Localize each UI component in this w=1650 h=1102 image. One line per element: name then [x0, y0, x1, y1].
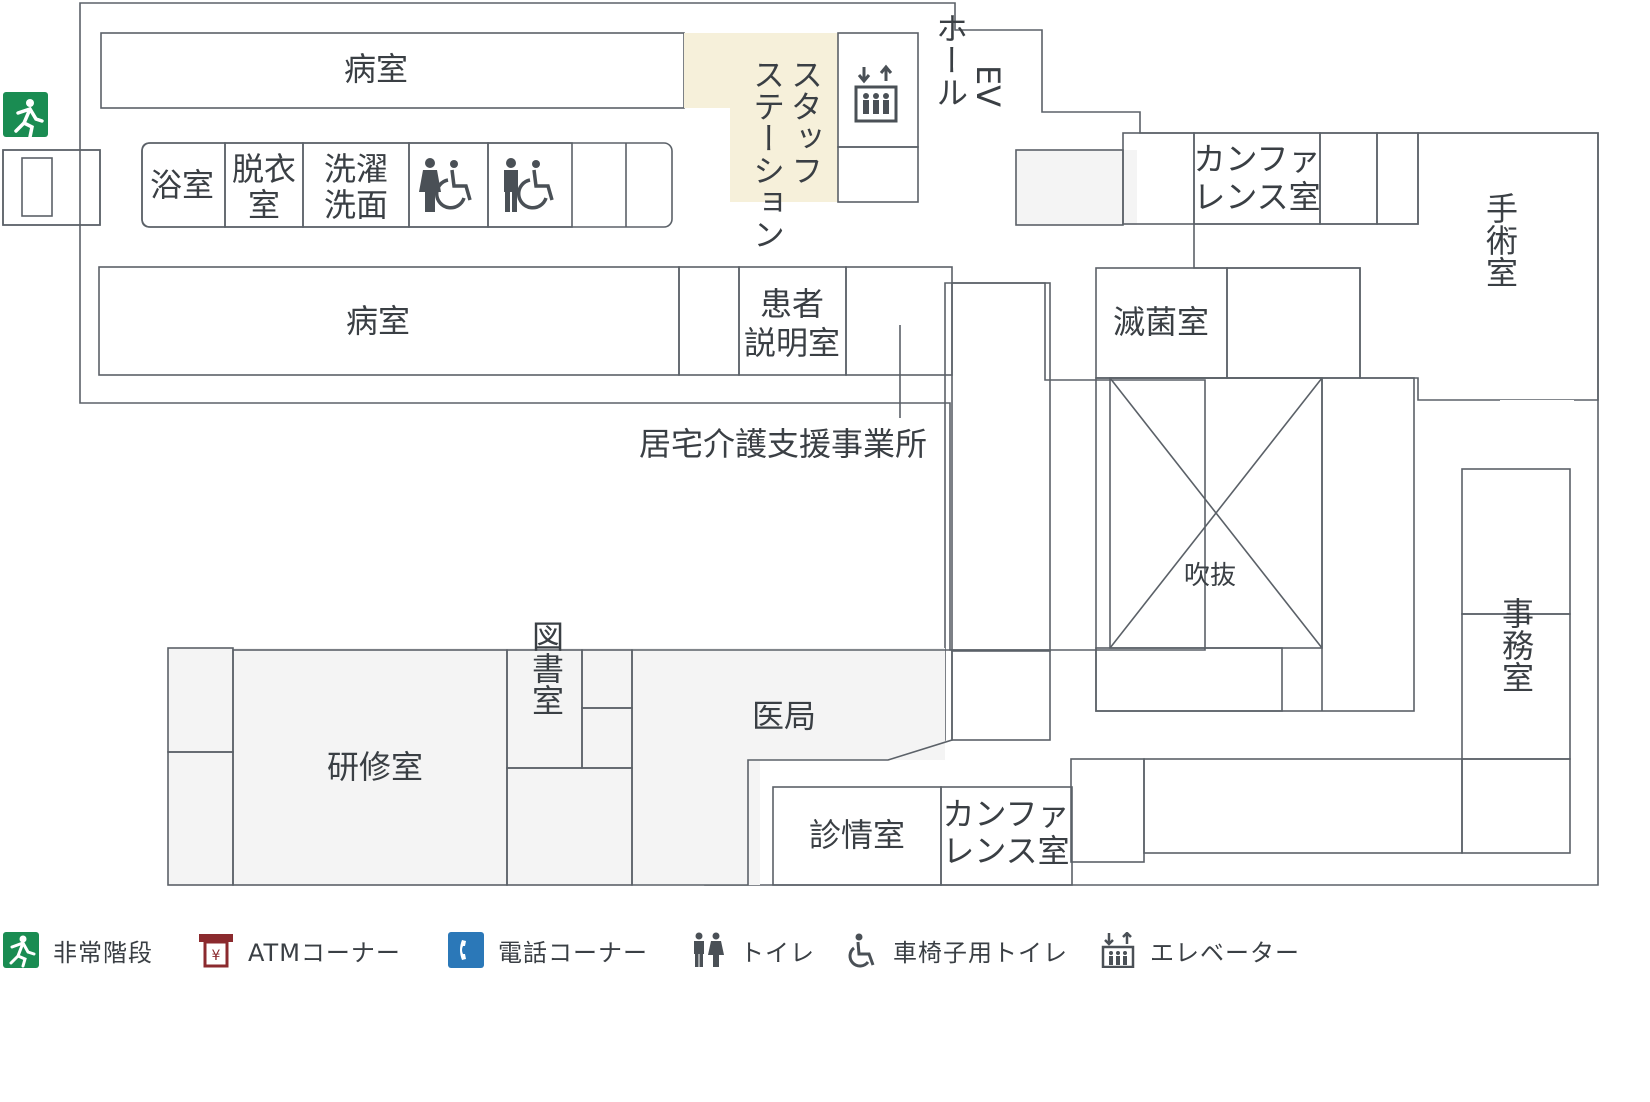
ev-hall: EV ホール — [931, 12, 1007, 108]
legend-label-elevator: エレベーター — [1150, 938, 1300, 967]
laundry-label-1: 洗濯 — [324, 150, 388, 188]
ward-top-room[interactable]: 病室 — [100, 32, 685, 109]
home-care-office-room[interactable] — [845, 266, 953, 418]
corridor-shaft — [951, 282, 1051, 652]
legend-item-exit: 非常階段 — [3, 928, 153, 972]
patient-explanation-room[interactable]: 患者 説明室 — [738, 266, 847, 376]
legend-item-toilet: トイレ — [690, 928, 815, 972]
patient-explanation-label-2: 説明室 — [744, 324, 840, 362]
storage-room — [678, 266, 740, 376]
dressing-label-1: 脱衣 — [232, 150, 296, 188]
conference-top-room[interactable]: カンファ レンス室 — [1193, 132, 1321, 225]
office-room[interactable]: 事務室 — [1461, 468, 1571, 854]
legend-label-exit: 非常階段 — [53, 938, 153, 967]
dressing-label-2: 室 — [248, 186, 280, 224]
ward-bottom-label: 病室 — [346, 302, 410, 340]
female-toilet-wheelchair-icon — [419, 158, 472, 212]
staff-station-label-col1: スタッフ — [786, 58, 824, 186]
staff-station-label-col2: ステーション — [748, 58, 786, 250]
laundry-label-2: 洗面 — [324, 186, 388, 224]
atrium-label: 吹抜 — [1184, 561, 1236, 591]
legend-item-wheelchair: 車椅子用トイレ — [843, 928, 1068, 972]
patient-explanation-label-1: 患者 — [760, 285, 824, 323]
toilet-icon — [690, 932, 726, 968]
home-care-office-label: 居宅介護支援事業所 — [639, 425, 927, 463]
conference-bottom-room[interactable]: カンファ レンス室 — [940, 786, 1073, 886]
emergency-exit-marker — [3, 92, 48, 139]
stair-bottom-right[interactable] — [1070, 758, 1145, 863]
stair-left-top[interactable] — [2, 149, 101, 226]
medical-office-label: 医局 — [752, 697, 816, 735]
laundry-room[interactable]: 洗濯 洗面 — [302, 142, 410, 228]
conference-bottom-label-1: カンファ — [942, 795, 1069, 833]
sterilization-room[interactable]: 滅菌室 — [1095, 267, 1228, 379]
training-label: 研修室 — [327, 748, 423, 786]
male-toilet-wheelchair-icon — [504, 158, 554, 212]
legend-label-wheelchair: 車椅子用トイレ — [893, 938, 1068, 967]
room-right-small-2 — [1319, 132, 1378, 225]
wheelchair-icon — [843, 932, 879, 968]
legend-label-atm: ATMコーナー — [248, 938, 401, 967]
atm-icon: ¥ — [198, 932, 234, 968]
staff-station[interactable]: スタッフ ステーション — [684, 33, 838, 250]
room-bottom-right — [1143, 758, 1463, 854]
legend-item-elevator: エレベーター — [1100, 928, 1300, 972]
consultation-label: 診情室 — [809, 816, 905, 854]
bath-room[interactable]: 浴室 — [141, 142, 226, 228]
elevator-room[interactable] — [837, 32, 919, 203]
office-label: 事務室 — [1497, 597, 1535, 693]
bath-label: 浴室 — [150, 166, 214, 204]
legend-item-atm: ¥ ATMコーナー — [198, 928, 401, 972]
library-label: 図書室 — [527, 620, 565, 716]
consultation-room[interactable]: 診情室 — [772, 786, 942, 886]
atrium: 吹抜 — [1095, 377, 1415, 712]
conference-bottom-label-2: レンス室 — [942, 832, 1069, 870]
sterilization-label: 滅菌室 — [1113, 303, 1209, 341]
conference-top-label-2: レンス室 — [1193, 178, 1320, 216]
room-medical-side — [951, 649, 1051, 741]
conference-top-label-1: カンファ — [1193, 140, 1320, 178]
emergency-exit-icon — [14, 99, 44, 139]
legend-item-phone: 電話コーナー — [448, 928, 648, 972]
toilet-female-accessible[interactable] — [408, 142, 489, 228]
bath-row: 浴室 脱衣 室 洗濯 洗面 — [141, 142, 673, 228]
stair-steps — [21, 157, 53, 217]
elevator-icon — [1100, 931, 1136, 969]
legend-label-toilet: トイレ — [740, 938, 815, 967]
legend-label-phone: 電話コーナー — [498, 938, 648, 967]
svg-text:¥: ¥ — [212, 948, 221, 964]
room-sterile-side — [1226, 267, 1361, 379]
room-right-small-3 — [1376, 132, 1419, 225]
library-room[interactable]: 図書室 — [506, 620, 583, 769]
elevator-icon — [854, 64, 898, 123]
ward-bottom-room[interactable]: 病室 — [98, 266, 680, 376]
emergency-exit-icon — [3, 932, 39, 968]
ev-hall-label-hall: ホール — [931, 12, 969, 108]
stair-right-mid[interactable] — [1500, 400, 1574, 466]
surgery-label: 手術室 — [1481, 192, 1519, 288]
ward-top-label: 病室 — [344, 50, 408, 88]
toilet-male-accessible[interactable] — [487, 142, 573, 228]
phone-icon — [448, 932, 484, 968]
dressing-room[interactable]: 脱衣 室 — [224, 142, 304, 228]
ev-hall-label-ev: EV — [969, 65, 1007, 107]
legend: 非常階段 ¥ ATMコーナー 電話コーナー トイレ 車椅子用トイレ エレベーター — [0, 928, 1650, 978]
